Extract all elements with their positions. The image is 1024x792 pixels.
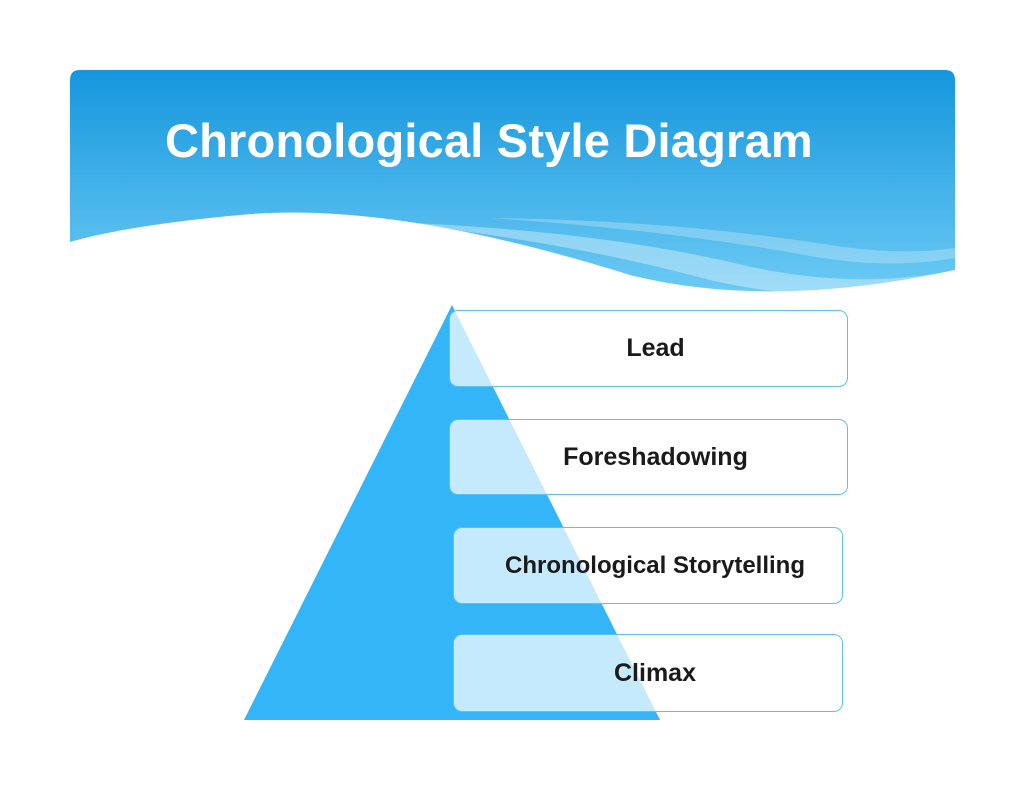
title-banner <box>70 70 955 310</box>
pyramid-level-label: Lead <box>626 334 685 362</box>
pyramid-level-chronological-storytelling: Chronological Storytelling <box>453 527 843 604</box>
slide-title: Chronological Style Diagram <box>165 114 813 167</box>
pyramid-level-label: Chronological Storytelling <box>504 551 805 579</box>
pyramid-level-climax: Climax <box>453 634 843 712</box>
pyramid-level-label: Climax <box>614 658 696 687</box>
pyramid-level-foreshadowing: Foreshadowing <box>449 419 848 495</box>
pyramid-level-label: Foreshadowing <box>563 442 748 471</box>
pyramid-level-lead: Lead <box>449 310 848 387</box>
